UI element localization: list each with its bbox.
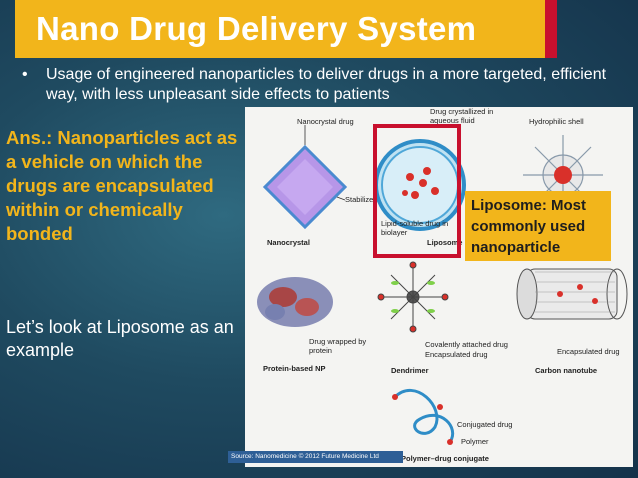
nanoparticle-figure: Nanocrystal drug Stabilizer Nanocrystal …: [245, 107, 633, 467]
label-lipid-soluble: Lipid-soluble drug in biolayer: [381, 219, 449, 237]
label-encapsulated-drug: Encapsulated drug: [425, 350, 488, 359]
label-polymer: Polymer: [461, 437, 489, 446]
label-nanocrystal: Nanocrystal: [267, 238, 310, 247]
liposome-callout: Liposome: Most commonly used nanoparticl…: [465, 191, 611, 261]
polymer-conjugate-graphic: [392, 389, 455, 445]
liposome-intro-text: Let’s look at Liposome as an example: [6, 317, 234, 360]
label-drug-wrapped: Drug wrapped by protein: [309, 337, 367, 355]
label-encapsulated-drug-2: Encapsulated drug: [557, 347, 620, 356]
title-bar: [15, 0, 545, 58]
nanocrystal-graphic: [262, 144, 348, 230]
nanoparticle-illustration: [257, 125, 628, 445]
label-nanocrystal-drug: Nanocrystal drug: [297, 117, 354, 126]
protein-np-graphic: [257, 277, 333, 327]
label-liposome: Liposome: [427, 238, 463, 247]
label-covalently-attached: Covalently attached drug: [425, 340, 508, 349]
figure-source: Source: Nanomedicine © 2012 Future Medic…: [228, 451, 403, 463]
label-drug-crystallized: Drug crystallized in aqueous fluid: [430, 107, 494, 125]
slide-title: Nano Drug Delivery System: [36, 10, 477, 47]
bullet-icon: •: [22, 66, 28, 83]
title-accent-stripe: [545, 0, 557, 58]
label-hydrophilic-shell: Hydrophilic shell: [529, 117, 584, 126]
liposome-highlight-box: [373, 124, 461, 258]
label-stabilizer: Stabilizer: [345, 195, 376, 204]
liposome-graphic: [374, 139, 466, 231]
carbon-nanotube-graphic: [516, 268, 628, 320]
label-conjugated-drug: Conjugated drug: [457, 420, 513, 429]
bullet-text: Usage of engineered nanoparticles to del…: [46, 66, 607, 103]
label-protein-np: Protein-based NP: [263, 364, 326, 373]
answer-text: Ans.: Nanoparticles act as a vehicle on …: [6, 127, 238, 244]
dendrimer-graphic: [377, 261, 449, 333]
label-dendrimer: Dendrimer: [391, 366, 429, 375]
label-polymer-drug-conjugate: Polymer–drug conjugate: [401, 454, 489, 463]
label-carbon-nanotube: Carbon nanotube: [535, 366, 598, 375]
